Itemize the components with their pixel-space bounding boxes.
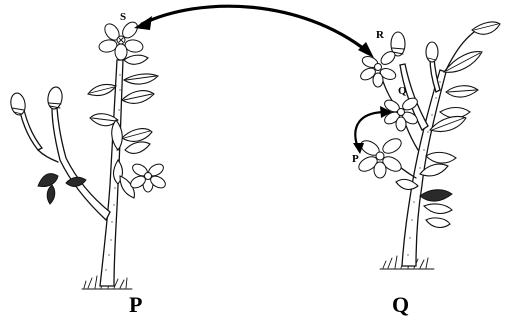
label-flower-q: Q xyxy=(398,85,407,97)
plant-p: S P xyxy=(9,11,167,317)
flower-s xyxy=(98,19,144,60)
label-plant-q: Q xyxy=(392,292,409,317)
flower-p xyxy=(356,136,403,178)
label-plant-p: P xyxy=(129,292,142,317)
arrow-s-to-r xyxy=(134,6,374,58)
leaf-left-low-1 xyxy=(38,174,58,187)
bud-left-2 xyxy=(47,86,64,110)
flower-left-side xyxy=(129,162,168,192)
label-flower-s: S xyxy=(120,11,126,23)
flower-r xyxy=(359,49,398,87)
label-flower-r: R xyxy=(376,29,385,41)
label-flower-p: P xyxy=(352,153,359,165)
plant-q: R Q P Q xyxy=(352,22,500,317)
arrowhead-s xyxy=(134,16,152,30)
